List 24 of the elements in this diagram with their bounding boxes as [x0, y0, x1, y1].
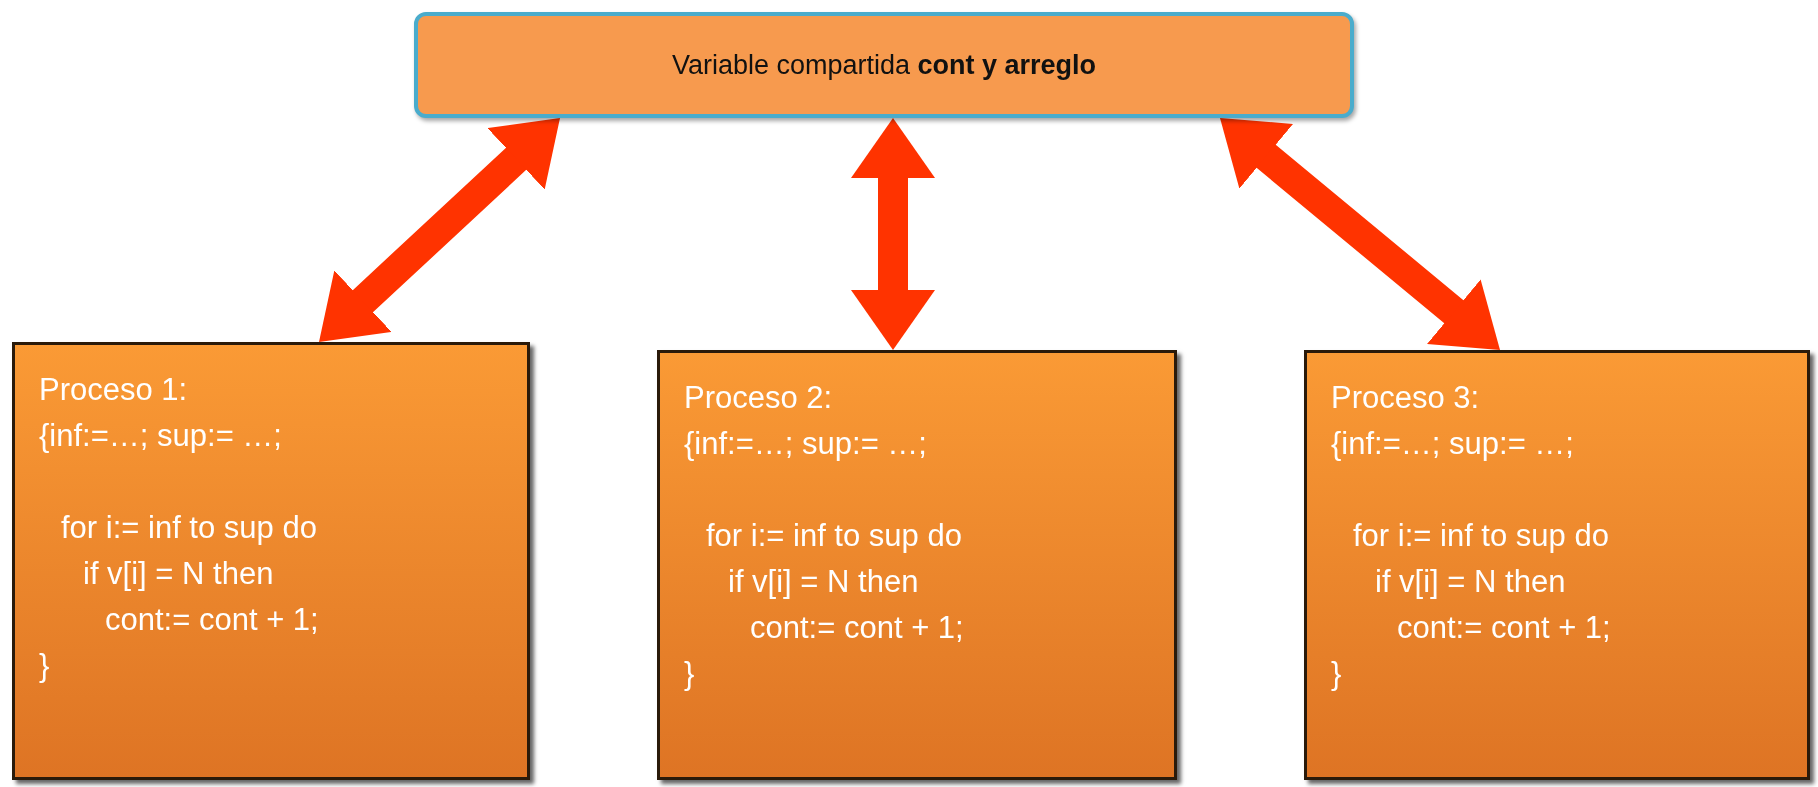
- process-box: [12, 342, 530, 780]
- process-box: [1304, 350, 1810, 780]
- process-box: [657, 350, 1177, 780]
- code-line: {inf:=…; sup:= …;: [684, 425, 927, 463]
- code-line: }: [1331, 655, 1342, 693]
- code-line: cont:= cont + 1;: [104, 601, 319, 639]
- code-line: for i:= inf to sup do: [705, 517, 962, 555]
- process-title: Proceso 3:: [1331, 379, 1480, 417]
- code-line: cont:= cont + 1;: [749, 609, 964, 647]
- code-line: {inf:=…; sup:= …;: [39, 417, 282, 455]
- code-line: cont:= cont + 1;: [1396, 609, 1611, 647]
- shared-variable-box: [414, 12, 1354, 118]
- code-line: }: [684, 655, 695, 693]
- code-line: if v[i] = N then: [727, 563, 919, 601]
- code-line: for i:= inf to sup do: [60, 509, 317, 547]
- process-title: Proceso 1:: [39, 371, 188, 409]
- box-title: Variable compartida cont y arreglo: [671, 49, 1097, 81]
- code-line: if v[i] = N then: [82, 555, 274, 593]
- double-arrow: [851, 118, 935, 350]
- code-line: for i:= inf to sup do: [1352, 517, 1609, 555]
- code-line: if v[i] = N then: [1374, 563, 1566, 601]
- code-line: }: [39, 647, 50, 685]
- code-line: {inf:=…; sup:= …;: [1331, 425, 1574, 463]
- process-title: Proceso 2:: [684, 379, 833, 417]
